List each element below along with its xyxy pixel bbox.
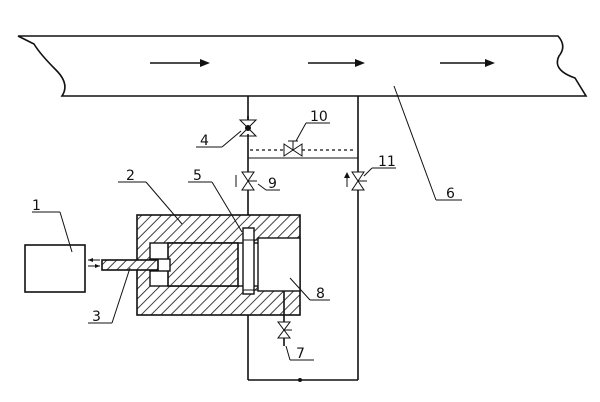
signal-arrows bbox=[88, 258, 100, 268]
valve-10 bbox=[283, 140, 303, 157]
label-11: 11 bbox=[378, 154, 396, 170]
label-3: 3 bbox=[92, 309, 101, 325]
component-5 bbox=[242, 227, 258, 295]
valve-11 bbox=[344, 171, 367, 191]
label-7: 7 bbox=[296, 346, 305, 362]
main-pipe bbox=[17, 35, 588, 97]
label-1: 1 bbox=[32, 198, 41, 214]
bypass-line bbox=[248, 149, 358, 159]
label-10: 10 bbox=[310, 109, 328, 125]
valve-7 bbox=[277, 321, 292, 346]
valve-9 bbox=[235, 171, 257, 191]
label-5: 5 bbox=[193, 168, 202, 184]
label-9: 9 bbox=[268, 176, 277, 192]
flow-arrows bbox=[150, 59, 495, 67]
leader-lines bbox=[32, 85, 462, 361]
valve-4 bbox=[238, 116, 258, 137]
block-2 bbox=[136, 214, 301, 316]
label-4: 4 bbox=[200, 133, 209, 149]
label-2: 2 bbox=[126, 168, 135, 184]
lower-piping bbox=[247, 291, 358, 382]
label-8: 8 bbox=[316, 286, 325, 302]
label-6: 6 bbox=[446, 186, 455, 202]
box-1 bbox=[24, 244, 86, 293]
rod-3 bbox=[101, 259, 159, 271]
part-labels: 1 2 3 4 5 6 7 8 9 10 11 bbox=[32, 109, 455, 362]
